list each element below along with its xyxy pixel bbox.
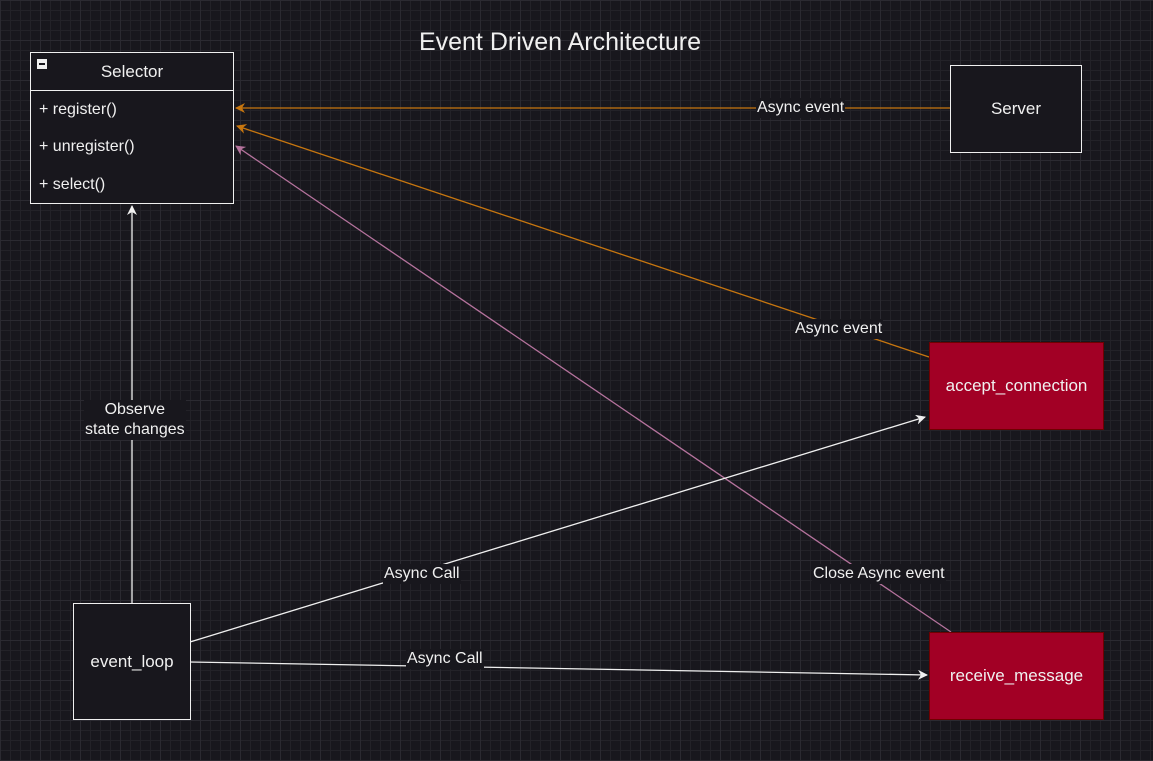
- selector-header: Selector: [31, 53, 233, 91]
- event-loop-node[interactable]: event_loop: [73, 603, 191, 720]
- edge-label-accept-to-selector: Async event: [794, 319, 884, 339]
- accept-connection-label: accept_connection: [945, 376, 1088, 395]
- accept-connection-node[interactable]: accept_connection: [929, 342, 1104, 430]
- edge-loop-to-accept: [189, 414, 926, 643]
- edge-label-loop-to-accept: Async Call: [383, 564, 461, 584]
- server-node[interactable]: Server: [950, 65, 1082, 153]
- server-label: Server: [990, 99, 1042, 118]
- event-loop-label: event_loop: [90, 651, 174, 671]
- edge-label-loop-to-selector: Observe state changes: [84, 400, 186, 440]
- edge-label-receive-to-selector: Close Async event: [812, 564, 946, 584]
- selector-name: Selector: [100, 61, 164, 81]
- edge-label-loop-to-receive: Async Call: [406, 649, 484, 669]
- method-register[interactable]: + register(): [39, 100, 117, 118]
- edge-receive-to-selector: [235, 145, 952, 633]
- method-select[interactable]: + select(): [39, 175, 106, 193]
- edge-label-state-changes: state changes: [85, 421, 185, 438]
- method-unregister[interactable]: + unregister(): [39, 138, 135, 156]
- selector-class[interactable]: Selector + register() + unregister() + s…: [30, 52, 234, 204]
- edge-label-observe: Observe: [104, 401, 166, 418]
- collapse-icon[interactable]: [37, 59, 47, 69]
- diagram-title: Event Driven Architecture: [418, 28, 702, 56]
- receive-message-node[interactable]: receive_message: [929, 632, 1104, 720]
- edge-accept-to-selector: [236, 124, 930, 358]
- edge-label-server-to-selector: Async event: [756, 98, 846, 118]
- edge-loop-to-receive: [189, 661, 928, 680]
- receive-message-label: receive_message: [949, 666, 1084, 685]
